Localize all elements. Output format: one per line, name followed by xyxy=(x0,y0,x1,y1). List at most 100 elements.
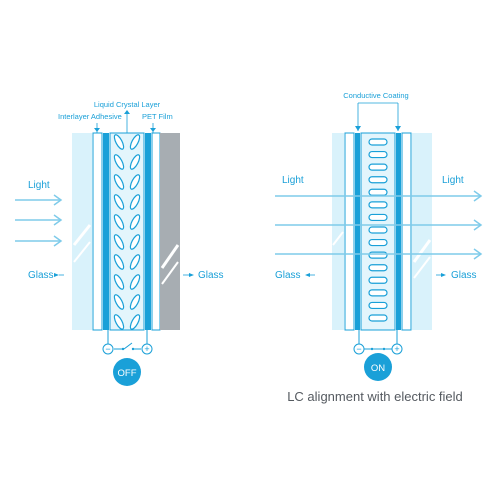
glass-pointer-arrow xyxy=(54,273,59,277)
lc-molecule xyxy=(368,150,388,159)
lc-molecule xyxy=(113,134,125,150)
label-liquid-crystal-layer: Liquid Crystal Layer xyxy=(94,100,161,109)
lc-molecule xyxy=(113,174,125,190)
off-badge xyxy=(113,358,141,386)
switch-open xyxy=(123,342,133,350)
off-badge-label: OFF xyxy=(118,368,137,379)
positive-terminal xyxy=(391,343,403,355)
glass-reflection xyxy=(160,244,180,269)
negative-terminal xyxy=(102,343,114,355)
lc-molecule xyxy=(368,251,388,259)
left-outer-glass xyxy=(332,133,344,330)
label-interlayer-adhesive: Interlayer Adhesive xyxy=(58,112,122,121)
negative-terminal xyxy=(353,343,365,355)
lc-molecule xyxy=(368,163,388,171)
label-glass-right: Glass xyxy=(198,270,224,281)
arrowhead xyxy=(53,235,63,247)
label-glass-right: Glass xyxy=(451,270,477,281)
right-outer-glass-opaque xyxy=(160,133,180,330)
closed-circuit: − + xyxy=(353,330,403,355)
switch-contact xyxy=(370,347,374,351)
arrowhead xyxy=(473,248,483,260)
label-glass-left: Glass xyxy=(28,270,54,281)
minus-symbol: − xyxy=(356,344,361,354)
right-inner-frame xyxy=(401,132,412,331)
pet-film-right xyxy=(396,133,401,330)
lc-molecule xyxy=(368,201,388,209)
lc-molecule xyxy=(129,214,141,230)
on-badge-label: ON xyxy=(371,363,385,374)
glass-pointer-arrow xyxy=(189,273,194,277)
switch-contact xyxy=(121,347,125,351)
glass-reflection xyxy=(412,239,432,263)
lc-molecule xyxy=(113,154,125,170)
lc-molecule xyxy=(368,213,388,222)
lc-molecule xyxy=(129,174,141,190)
label-glass-left: Glass xyxy=(275,270,301,281)
arrowhead xyxy=(395,126,401,131)
label-light: Light xyxy=(28,180,50,191)
arrowhead xyxy=(53,194,63,206)
lc-molecule xyxy=(368,188,388,196)
lc-molecule xyxy=(368,176,388,184)
arrowhead xyxy=(355,126,361,131)
positive-terminal xyxy=(141,343,153,355)
arrowhead xyxy=(124,110,130,114)
lc-molecule xyxy=(113,314,125,330)
pet-film-left xyxy=(103,133,109,330)
incoming-light-arrows xyxy=(15,194,63,247)
left-outer-glass xyxy=(72,133,92,330)
switch-contact xyxy=(131,347,135,351)
arrowhead xyxy=(150,128,156,132)
left-inner-frame xyxy=(344,132,355,331)
lc-molecule xyxy=(129,254,141,270)
lc-molecule xyxy=(368,301,388,310)
arrowhead xyxy=(53,214,63,226)
arrowhead xyxy=(473,190,483,202)
lc-molecule xyxy=(129,294,141,310)
glass-reflection xyxy=(73,241,91,263)
on-state-panel: Conductive Coating Light Light Glass Gla… xyxy=(275,91,483,404)
arrowhead xyxy=(473,219,483,231)
lc-molecule xyxy=(129,234,141,250)
off-state-panel: Liquid Crystal Layer Interlayer Adhesive… xyxy=(15,100,224,386)
pet-film-right xyxy=(145,133,151,330)
glass-pointer-arrow xyxy=(305,273,310,277)
transmitted-light-arrows xyxy=(275,190,483,260)
open-circuit: − + xyxy=(102,330,153,355)
label-light-right: Light xyxy=(442,175,464,186)
lc-molecule xyxy=(368,264,388,272)
lc-molecule xyxy=(129,314,141,330)
glass-reflection xyxy=(161,261,179,285)
right-inner-frame xyxy=(151,132,161,331)
lc-molecule xyxy=(368,289,388,297)
right-outer-glass xyxy=(412,133,432,330)
lc-molecule xyxy=(113,294,125,310)
lc-molecule xyxy=(113,234,125,250)
on-badge xyxy=(364,353,392,381)
liquid-crystal-molecules-aligned xyxy=(368,138,388,322)
lc-molecule xyxy=(113,254,125,270)
left-inner-frame xyxy=(92,132,103,331)
label-pet-film: PET Film xyxy=(142,112,173,121)
label-conductive-coating: Conductive Coating xyxy=(343,91,408,100)
lc-molecule xyxy=(368,138,388,146)
label-light-left: Light xyxy=(282,175,304,186)
liquid-crystal-molecules-random xyxy=(113,134,141,330)
arrowhead xyxy=(94,128,100,132)
lc-molecule xyxy=(113,274,125,290)
lc-molecule xyxy=(113,194,125,210)
glass-reflection xyxy=(413,256,431,279)
switch-contact xyxy=(382,347,386,351)
caption: LC alignment with electric field xyxy=(287,389,463,404)
glass-reflection xyxy=(72,224,92,246)
plus-symbol: + xyxy=(394,344,399,354)
lc-molecule xyxy=(113,214,125,230)
lc-molecule xyxy=(129,194,141,210)
glass-pointer-arrow xyxy=(441,273,446,277)
lc-molecule xyxy=(368,238,388,247)
lc-molecule xyxy=(368,276,388,284)
lc-molecule xyxy=(368,314,388,322)
lc-molecule xyxy=(129,134,141,150)
